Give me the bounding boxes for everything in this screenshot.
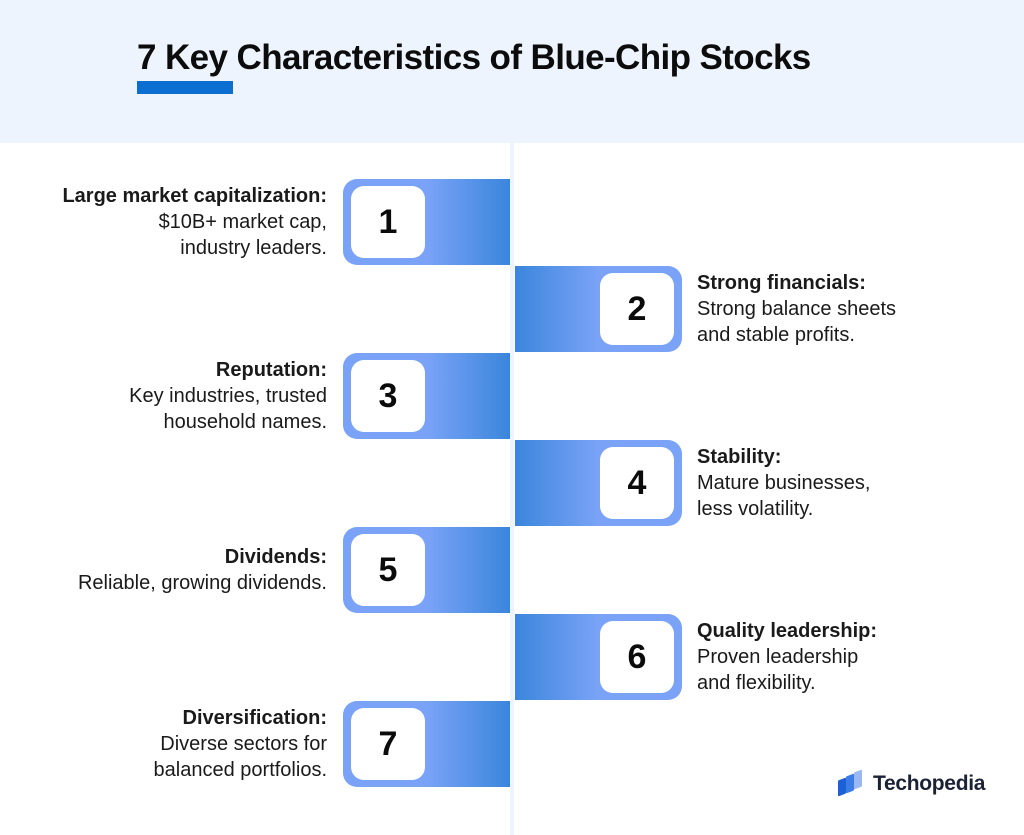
step-bar-3: 3: [343, 353, 510, 439]
step-bar-1: 1: [343, 179, 510, 265]
step-number-1: 1: [351, 186, 425, 258]
step-text-line: industry leaders.: [180, 237, 327, 259]
step-title-1: Large market capitalization:: [62, 185, 327, 207]
step-text-line: Reliable, growing dividends.: [77, 572, 327, 594]
center-divider: [510, 143, 514, 835]
step-text-line: and flexibility.: [697, 672, 816, 694]
step-description-6: Quality leadership: Proven leadership an…: [697, 618, 877, 696]
step-number-6: 6: [600, 621, 674, 693]
step-bar-6: 6: [515, 614, 682, 700]
techopedia-logo-icon: [838, 769, 864, 797]
step-description-1: Large market capitalization: $10B+ marke…: [62, 183, 327, 261]
step-number-7: 7: [351, 708, 425, 780]
brand-name: Techopedia: [873, 772, 986, 795]
step-title-3: Reputation:: [215, 359, 327, 381]
step-description-5: Dividends: Reliable, growing dividends.: [78, 544, 327, 596]
step-title-2: Strong financials:: [697, 272, 866, 294]
step-number-2: 2: [600, 273, 674, 345]
step-description-3: Reputation: Key industries, trusted hous…: [129, 357, 327, 435]
techopedia-logo: Techopedia: [838, 769, 986, 797]
step-text-line: less volatility.: [697, 498, 814, 520]
step-text-line: Diverse sectors for: [160, 733, 327, 755]
step-text-line: Strong balance sheets: [697, 298, 897, 320]
step-number-3: 3: [351, 360, 425, 432]
step-text-line: $10B+ market cap,: [158, 211, 327, 233]
step-text-line: Key industries, trusted: [129, 385, 327, 407]
step-text-line: household names.: [163, 411, 327, 433]
step-title-4: Stability:: [697, 446, 782, 468]
step-description-4: Stability: Mature businesses, less volat…: [697, 444, 870, 522]
step-bar-5: 5: [343, 527, 510, 613]
step-bar-7: 7: [343, 701, 510, 787]
step-bar-2: 2: [515, 266, 682, 352]
step-text-line: Mature businesses,: [697, 472, 871, 494]
step-bar-4: 4: [515, 440, 682, 526]
title-accent-underline: [137, 81, 233, 94]
step-text-line: Proven leadership: [697, 646, 859, 668]
step-number-4: 4: [600, 447, 674, 519]
step-text-line: and stable profits.: [697, 324, 855, 346]
header-banner: 7 Key Characteristics of Blue-Chip Stock…: [0, 0, 1024, 143]
step-description-7: Diversification: Diverse sectors for bal…: [154, 705, 327, 783]
step-number-5: 5: [351, 534, 425, 606]
step-description-2: Strong financials: Strong balance sheets…: [697, 270, 896, 348]
step-title-5: Dividends:: [224, 546, 327, 568]
step-title-7: Diversification:: [182, 707, 327, 729]
step-title-6: Quality leadership:: [697, 620, 878, 642]
step-text-line: balanced portfolios.: [153, 759, 327, 781]
page-title: 7 Key Characteristics of Blue-Chip Stock…: [137, 38, 811, 77]
